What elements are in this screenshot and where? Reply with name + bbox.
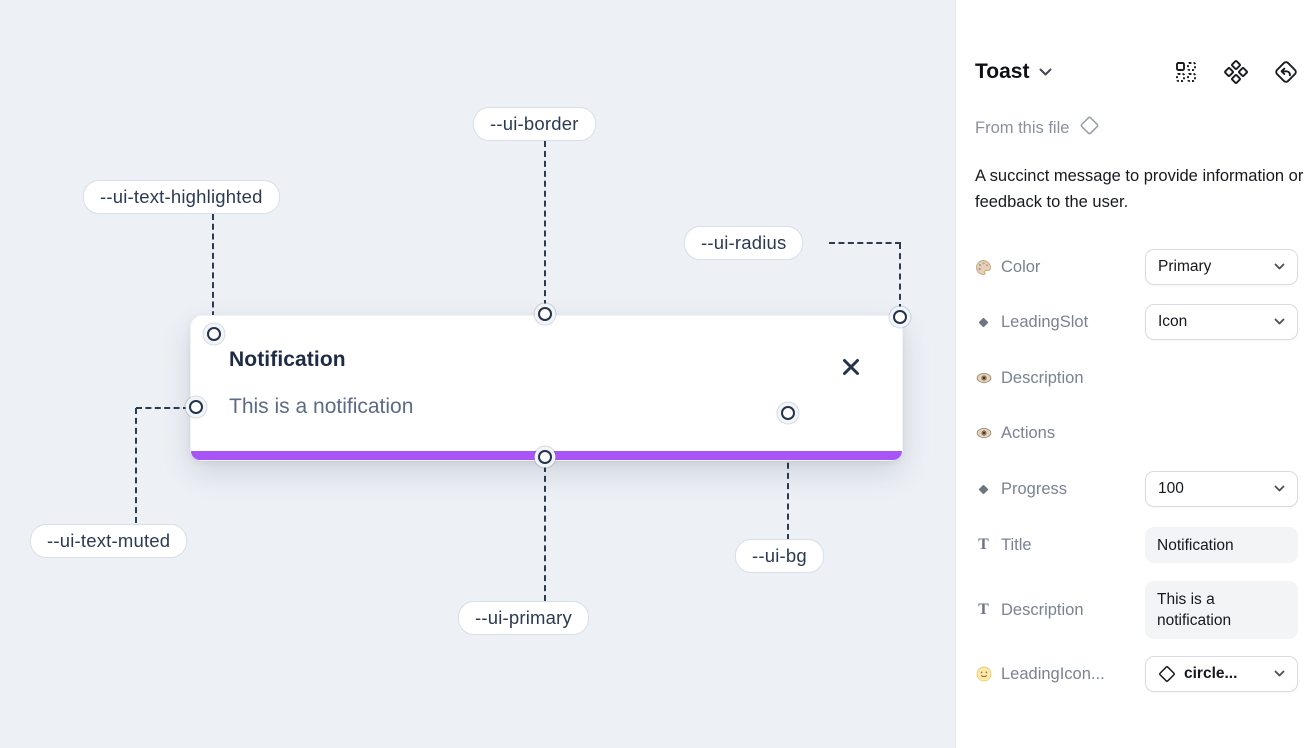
- chevron-down-icon: [1274, 318, 1285, 326]
- connector-line-text-muted-h: [136, 407, 189, 409]
- prop-row-description-text: T Description This is a notification: [975, 578, 1298, 642]
- prop-label-color: Color: [975, 258, 1145, 277]
- prop-row-description-toggle: Description: [975, 360, 1298, 404]
- prop-row-progress: Progress 100: [975, 471, 1298, 507]
- connector-line-radius-h: [829, 242, 901, 244]
- connector-line-primary: [544, 466, 546, 601]
- description-input[interactable]: This is a notification: [1145, 581, 1298, 639]
- panel-header: Toast: [975, 56, 1298, 88]
- source-row: From this file: [975, 115, 1100, 141]
- prop-label-leadingslot: LeadingSlot: [975, 313, 1145, 332]
- component-set-icon[interactable]: [1224, 60, 1248, 84]
- leadingicon-dropdown[interactable]: circle...: [1145, 656, 1298, 692]
- prop-row-color: Color Primary: [975, 249, 1298, 285]
- annotation-pill-ui-primary[interactable]: --ui-primary: [458, 601, 589, 635]
- prop-row-leadingslot: LeadingSlot Icon: [975, 304, 1298, 340]
- chevron-down-icon: [1274, 670, 1285, 678]
- prop-label-title: T Title: [975, 536, 1145, 555]
- diamond-icon: [975, 316, 992, 329]
- properties-panel: Toast: [956, 0, 1312, 748]
- title-input[interactable]: Notification: [1145, 527, 1298, 563]
- component-description: A succinct message to provide informatio…: [975, 167, 1304, 211]
- prop-row-actions-toggle: Actions: [975, 415, 1298, 459]
- source-label: From this file: [975, 118, 1070, 137]
- instance-grid-icon[interactable]: [1174, 60, 1198, 84]
- toast-title: Notification: [229, 348, 346, 371]
- instance-swap-icon[interactable]: [1274, 60, 1298, 84]
- connector-line-text-muted-v: [135, 408, 137, 523]
- component-title[interactable]: Toast: [975, 60, 1030, 83]
- annotation-pill-ui-bg[interactable]: --ui-bg: [735, 539, 824, 573]
- progress-dropdown[interactable]: 100: [1145, 471, 1298, 507]
- annotation-pill-ui-radius[interactable]: --ui-radius: [684, 226, 804, 260]
- prop-label-progress: Progress: [975, 480, 1145, 499]
- smiley-icon: [975, 666, 992, 682]
- chevron-down-icon: [1274, 485, 1285, 493]
- chevron-down-icon[interactable]: [1039, 68, 1052, 77]
- connector-dot-border[interactable]: [538, 307, 552, 321]
- toast-description: This is a notification: [229, 395, 414, 418]
- toast-component-preview: Notification This is a notification: [190, 315, 903, 461]
- prop-label-description: Description: [975, 369, 1145, 388]
- color-dropdown[interactable]: Primary: [1145, 249, 1298, 285]
- instance-diamond-icon: [1158, 665, 1176, 683]
- chevron-down-icon: [1274, 263, 1285, 271]
- connector-line-text-highlighted: [212, 214, 214, 327]
- prop-label-leadingicon: LeadingIcon...: [975, 665, 1145, 684]
- property-rows: Color Primary LeadingS: [975, 249, 1298, 692]
- connector-dot-radius[interactable]: [893, 310, 907, 324]
- eye-icon: [975, 425, 992, 441]
- preview-canvas: Notification This is a notification --ui…: [0, 0, 956, 748]
- connector-line-bg: [787, 422, 789, 540]
- close-icon[interactable]: [840, 356, 862, 378]
- text-icon: T: [978, 601, 989, 618]
- prop-label-description-text: T Description: [975, 601, 1145, 620]
- prop-row-title: T Title Notification: [975, 527, 1298, 563]
- eye-icon: [975, 370, 992, 386]
- file-diamond-icon: [1079, 115, 1100, 141]
- diamond-icon: [975, 483, 992, 496]
- palette-icon: [975, 259, 992, 276]
- text-icon: T: [978, 536, 989, 553]
- connector-dot-text-muted[interactable]: [189, 400, 203, 414]
- leadingslot-dropdown[interactable]: Icon: [1145, 304, 1298, 340]
- connector-dot-primary[interactable]: [538, 450, 552, 464]
- prop-label-actions: Actions: [975, 424, 1145, 443]
- annotation-pill-ui-text-highlighted[interactable]: --ui-text-highlighted: [83, 180, 280, 214]
- connector-dot-bg[interactable]: [781, 406, 795, 420]
- connector-dot-text-highlighted[interactable]: [207, 327, 221, 341]
- connector-line-border: [544, 141, 546, 306]
- prop-row-leadingicon: LeadingIcon... circle...: [975, 656, 1298, 692]
- connector-line-radius-v: [899, 243, 901, 310]
- header-icon-group: [1174, 60, 1298, 84]
- annotation-pill-ui-border[interactable]: --ui-border: [473, 107, 596, 141]
- annotation-pill-ui-text-muted[interactable]: --ui-text-muted: [30, 524, 188, 558]
